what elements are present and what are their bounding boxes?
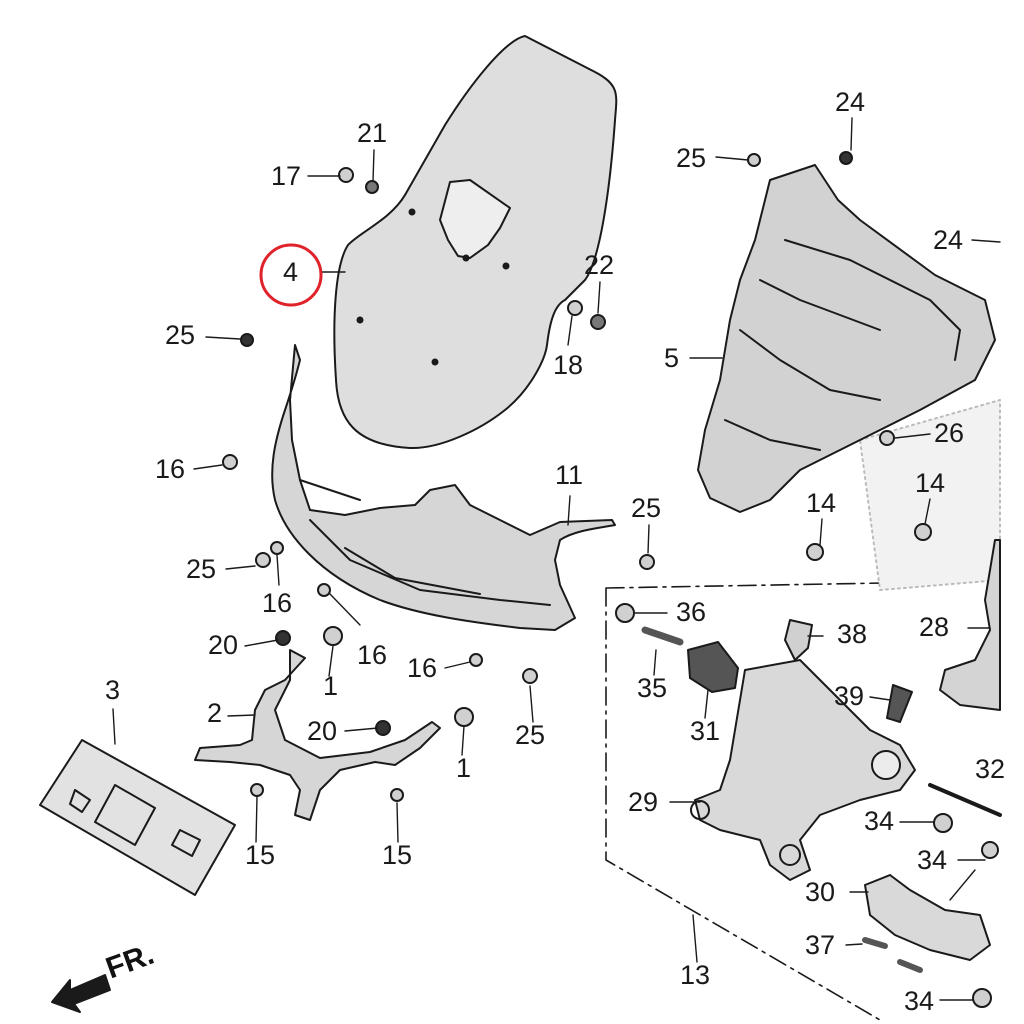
- collar-part: [323, 626, 343, 646]
- callout-2: 2: [207, 698, 223, 728]
- callout-25-a: 25: [165, 320, 196, 350]
- bolt-part: [806, 543, 824, 561]
- collar-part: [933, 813, 953, 833]
- mounting-plate-part: [39, 739, 236, 896]
- direction-arrow: [51, 974, 111, 1013]
- washer-part: [567, 300, 583, 316]
- callout-16-a: 16: [155, 454, 186, 484]
- callout-15-b: 15: [382, 840, 413, 870]
- callout-34-b: 34: [917, 845, 948, 875]
- screw-part: [317, 583, 331, 597]
- callout-25-e: 25: [515, 720, 546, 750]
- callout-25-b: 25: [186, 554, 217, 584]
- clip-part: [275, 630, 291, 646]
- callout-37: 37: [805, 930, 836, 960]
- callout-14-a: 14: [806, 488, 837, 518]
- pin-part: [784, 619, 813, 661]
- collar-part: [972, 988, 992, 1008]
- callout-4: 4: [283, 257, 299, 287]
- callout-1-a: 1: [323, 671, 339, 701]
- callout-21: 21: [357, 118, 388, 148]
- small-bracket-part: [864, 874, 991, 961]
- cap-part: [615, 603, 635, 623]
- callout-11: 11: [555, 460, 584, 490]
- collar-part: [454, 707, 474, 727]
- bolt-part: [879, 430, 895, 446]
- screw-part: [469, 653, 483, 667]
- callout-3: 3: [105, 675, 121, 705]
- callout-30: 30: [805, 877, 836, 907]
- bolt-part: [240, 333, 254, 347]
- callout-16-b: 16: [262, 588, 293, 618]
- callout-34-c: 34: [904, 986, 935, 1016]
- screw-part: [522, 668, 538, 684]
- nut-part: [365, 180, 379, 194]
- callout-34-a: 34: [864, 806, 895, 836]
- screw-part: [222, 454, 238, 470]
- callout-24-a: 24: [835, 87, 866, 117]
- sub-bracket-part: [194, 649, 441, 821]
- bolt-part: [914, 523, 932, 541]
- front-cowl-part: [271, 344, 616, 631]
- stay-bracket-part: [694, 659, 916, 881]
- spring-part: [862, 937, 888, 949]
- spring-part: [897, 959, 923, 973]
- callout-35: 35: [637, 673, 668, 703]
- callout-39: 39: [834, 681, 865, 711]
- highlight-circle: [259, 243, 323, 307]
- callout-14-b: 14: [915, 468, 946, 498]
- callout-25-c: 25: [631, 493, 662, 523]
- callout-15-a: 15: [245, 840, 276, 870]
- rubber-mount-part: [687, 641, 739, 693]
- grommet-part: [590, 314, 606, 330]
- callout-17: 17: [271, 161, 302, 191]
- bolt-part: [886, 684, 913, 723]
- callout-24-b: 24: [933, 225, 964, 255]
- callout-16-d: 16: [407, 653, 438, 683]
- screw-part: [270, 541, 284, 555]
- callout-13: 13: [680, 960, 711, 990]
- callout-18: 18: [553, 350, 584, 380]
- callout-25-d: 25: [676, 143, 707, 173]
- rod-part: [928, 783, 1002, 817]
- callout-22: 22: [584, 250, 615, 280]
- screw-part: [338, 167, 354, 183]
- side-bracket-part: [939, 539, 1001, 711]
- screw-part: [255, 552, 271, 568]
- bolt-part: [747, 153, 761, 167]
- windscreen-vent: [439, 179, 511, 259]
- screw-part: [639, 554, 655, 570]
- callout-29: 29: [628, 787, 659, 817]
- nut-part: [839, 151, 853, 165]
- callout-36: 36: [676, 597, 707, 627]
- callout-16-c: 16: [357, 640, 388, 670]
- screw-part: [390, 788, 404, 802]
- inner-bracket-part: [697, 164, 996, 513]
- spring-part: [641, 626, 684, 646]
- callout-31: 31: [690, 716, 721, 746]
- callout-20-b: 20: [307, 716, 338, 746]
- screw-part: [250, 783, 264, 797]
- callout-5: 5: [664, 343, 680, 373]
- collar-part: [981, 841, 999, 859]
- callout-28: 28: [919, 612, 950, 642]
- callout-20-a: 20: [208, 630, 239, 660]
- callout-1-b: 1: [456, 753, 472, 783]
- callout-32: 32: [975, 754, 1006, 784]
- callout-38: 38: [837, 619, 868, 649]
- callout-26: 26: [934, 418, 965, 448]
